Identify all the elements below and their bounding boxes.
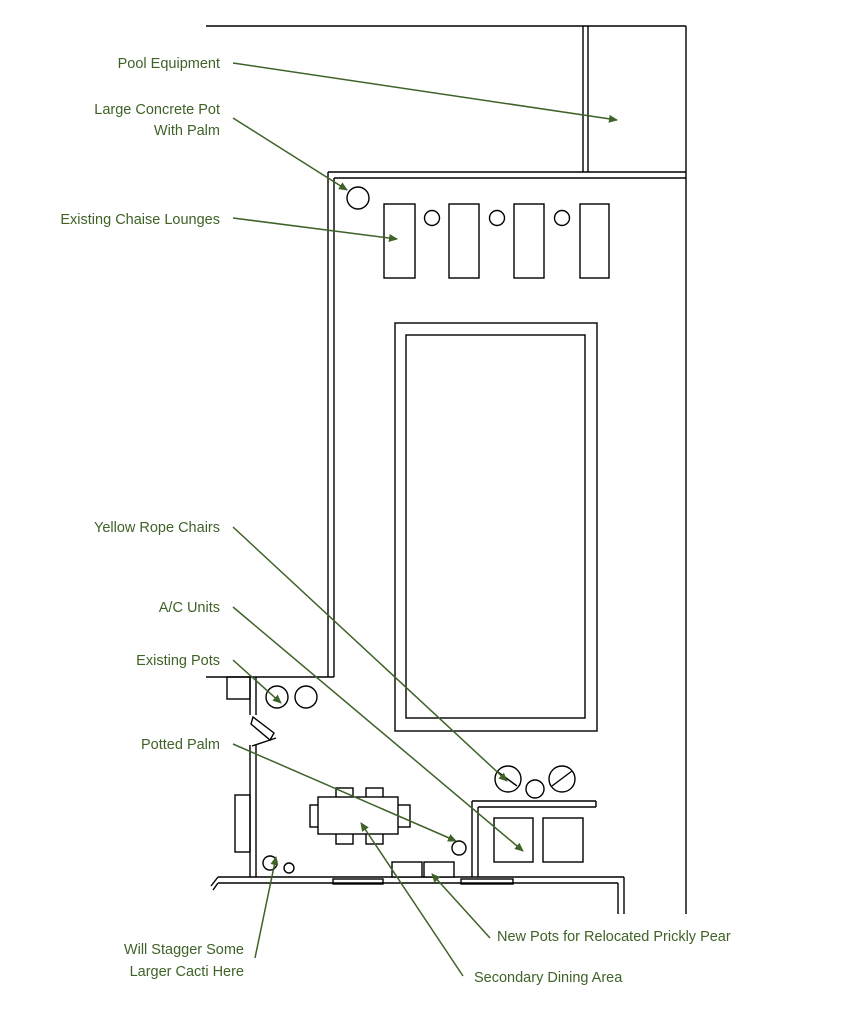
label-cacti-line2: Larger Cacti Here: [130, 964, 244, 980]
label-concrete-pot-line2: With Palm: [154, 123, 220, 139]
leader-potted-palm: [232, 743, 457, 842]
annotation-labels: Pool Equipment Large Concrete Pot With P…: [60, 56, 730, 986]
dining-set: [309, 787, 411, 845]
existing-pot: [265, 685, 289, 709]
new-pot: [391, 861, 423, 878]
leader-lines: [232, 62, 618, 977]
chaise-lounge: [579, 203, 610, 279]
pool: [394, 322, 598, 732]
leader-existing-pots: [232, 659, 282, 704]
leader-ac: [232, 606, 524, 852]
leader-concrete-pot: [232, 117, 348, 191]
chaise-lounge: [383, 203, 416, 279]
label-cacti-line1: Will Stagger Some: [124, 942, 244, 958]
leader-cacti: [254, 856, 279, 959]
label-dining: Secondary Dining Area: [474, 970, 623, 986]
leader-pool-equipment: [232, 62, 618, 123]
label-ac-units: A/C Units: [159, 600, 220, 616]
leader-new-pots: [431, 873, 491, 939]
rope-chairs: [494, 765, 576, 799]
label-new-pots: New Pots for Relocated Prickly Pear: [497, 929, 731, 945]
ac-units: [493, 817, 584, 863]
label-concrete-pot-line1: Large Concrete Pot: [94, 102, 220, 118]
chaise-lounges: [383, 203, 610, 279]
label-potted-palm: Potted Palm: [141, 737, 220, 753]
label-pool-equipment: Pool Equipment: [118, 56, 220, 72]
chaise-lounge: [513, 203, 545, 279]
side-pot: [423, 209, 441, 227]
potted-palm: [451, 840, 467, 856]
leader-rope-chairs: [232, 526, 508, 782]
large-concrete-pot: [346, 186, 370, 210]
chaise-lounge: [448, 203, 480, 279]
cacti-pot: [283, 862, 295, 874]
side-pot: [553, 209, 571, 227]
leader-chaise: [232, 217, 398, 242]
label-existing-pots: Existing Pots: [136, 653, 220, 669]
new-pot: [423, 861, 455, 878]
existing-pot: [294, 685, 318, 709]
side-pot: [488, 209, 506, 227]
label-chaise-lounges: Existing Chaise Lounges: [60, 212, 220, 228]
leader-dining: [360, 822, 464, 977]
walls: [206, 25, 687, 914]
label-rope-chairs: Yellow Rope Chairs: [94, 520, 220, 536]
